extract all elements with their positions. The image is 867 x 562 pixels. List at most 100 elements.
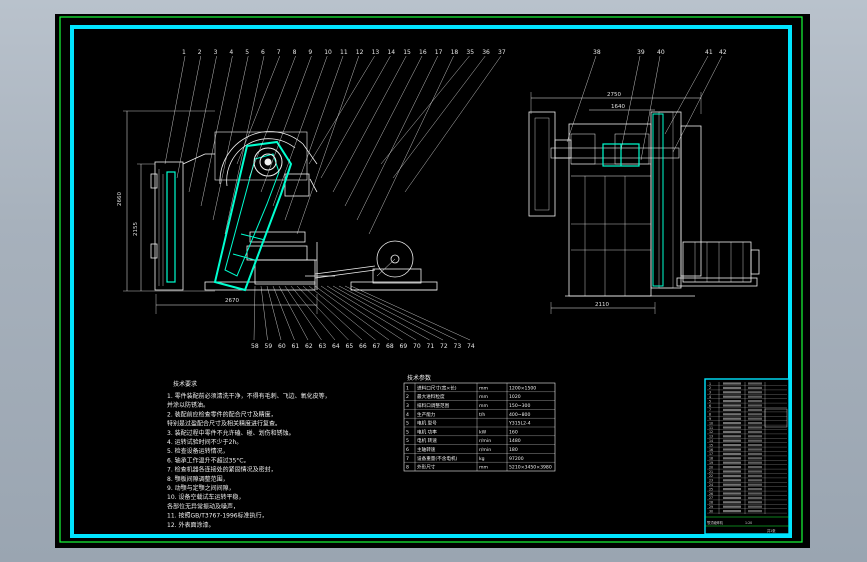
- leader-line: [326, 285, 417, 341]
- param-cell: 160: [509, 429, 518, 435]
- title-block-row-index: 18: [709, 457, 713, 461]
- note-line: 4. 运转试验时间不少于2h。: [167, 438, 242, 446]
- title-block-row-index: 24: [709, 483, 713, 487]
- title-block: 1234567891011121314151617181920212223242…: [704, 378, 790, 535]
- title-block-row-index: 13: [709, 435, 713, 439]
- title-block-row-index: 16: [709, 448, 713, 452]
- leader-line: [248, 55, 296, 179]
- param-cell: 设备重量(不含电机): [417, 455, 458, 462]
- title-block-row-index: 1: [709, 382, 711, 386]
- leader-line: [284, 285, 322, 341]
- leader-label: 17: [435, 49, 443, 56]
- leader-label: 1: [182, 49, 186, 56]
- title-block-row-index: 9: [709, 417, 711, 421]
- leader-line: [368, 55, 454, 235]
- param-cell: 主轴转速: [417, 446, 436, 453]
- title-block-row-index: 8: [709, 413, 711, 417]
- leader-line: [176, 55, 201, 179]
- param-cell: 生产能力: [417, 411, 436, 418]
- title-block-row-index: 26: [709, 492, 713, 496]
- leader-line: [566, 55, 597, 143]
- title-block-row-index: 25: [709, 487, 713, 491]
- param-cell: 4: [406, 412, 409, 418]
- leader-label: 40: [657, 49, 665, 56]
- leader-line: [350, 285, 471, 341]
- leader-label: 6: [261, 49, 265, 56]
- side-view-highlights: [602, 113, 664, 287]
- param-cell: 进料口尺寸(宽×长): [417, 384, 457, 391]
- param-cell: r/min: [479, 438, 491, 444]
- leader-label: 73: [454, 343, 462, 350]
- title-block-row-index: 29: [709, 505, 713, 509]
- leader-label: 61: [292, 343, 300, 350]
- leader-label: 42: [719, 49, 727, 56]
- param-cell: 5: [406, 438, 409, 444]
- technical-notes: 技术要求 1. 零件装配前必须清洗干净，不得有毛刺、飞边、氧化皮等， 并涂以防锈…: [167, 380, 331, 529]
- swing-jaw: [166, 140, 293, 292]
- leader-line: [290, 285, 336, 341]
- dim-side-overall: 2750: [607, 92, 621, 98]
- title-block-row-index: 6: [709, 404, 711, 408]
- leader-label: 68: [386, 343, 394, 350]
- leader-line: [404, 55, 502, 193]
- title-block-name: 颚式破碎机: [707, 520, 724, 525]
- title-block-row-index: 28: [709, 501, 713, 505]
- note-line: 11. 按照GB/T3767-1996标准执行，: [167, 512, 268, 520]
- param-cell: r/min: [479, 447, 491, 453]
- leader-line: [188, 55, 217, 193]
- leader-line: [272, 55, 328, 207]
- param-cell: 180: [509, 447, 518, 453]
- leader-line: [278, 285, 309, 341]
- title-block-row-index: 12: [709, 430, 713, 434]
- leader-line: [640, 55, 661, 161]
- note-line: 9. 动颚与定颚之间间隙，: [167, 484, 235, 492]
- leader-line: [296, 285, 349, 341]
- note-line: 8. 颚板间隙调整范围，: [167, 475, 229, 483]
- leader-line: [380, 55, 470, 165]
- leader-label: 3: [214, 49, 218, 56]
- title-block-row-index: 7: [709, 408, 711, 412]
- dim-side-base: 2110: [595, 302, 609, 308]
- leader-line: [320, 285, 403, 341]
- eccentric-shaft: [253, 147, 283, 177]
- title-block-sheet: 共1张: [767, 528, 776, 533]
- param-cell: 400~800: [509, 412, 530, 418]
- note-line: 各部位无异常振动及噪声，: [167, 502, 239, 510]
- leader-label: 10: [324, 49, 332, 56]
- note-line: 并涂以防锈油。: [167, 401, 209, 409]
- param-cell: kW: [479, 429, 487, 435]
- param-cell: 1480: [509, 438, 521, 444]
- leader-line: [212, 55, 249, 221]
- dim-front-width: 2670: [225, 298, 239, 304]
- param-cell: 150~300: [509, 403, 530, 409]
- param-cell: 1020: [509, 394, 521, 400]
- title-block-row-index: 17: [709, 452, 713, 456]
- param-cell: 6: [406, 447, 409, 453]
- cyan-border-frame: [70, 25, 792, 538]
- leader-label: 11: [340, 49, 348, 56]
- front-view: [123, 110, 438, 314]
- leader-line: [164, 55, 186, 165]
- leader-label: 38: [593, 49, 601, 56]
- note-line: 5. 检查设备运转情况，: [167, 447, 229, 455]
- leader-line: [200, 55, 233, 207]
- param-cell: kg: [479, 456, 485, 462]
- leader-label: 18: [451, 49, 459, 56]
- note-line: 1. 零件装配前必须清洗干净，不得有毛刺、飞边、氧化皮等，: [167, 392, 331, 400]
- param-cell: 2: [406, 394, 409, 400]
- leader-label: 69: [400, 343, 408, 350]
- leader-label: 36: [482, 49, 490, 56]
- param-cell: 电机 型号: [417, 420, 437, 427]
- title-block-row-index: 5: [709, 399, 711, 403]
- leader-label: 2: [198, 49, 202, 56]
- leader-label: 15: [403, 49, 411, 56]
- title-block-row-index: 11: [709, 426, 713, 430]
- leader-label: 16: [419, 49, 427, 56]
- notes-title: 技术要求: [173, 380, 197, 388]
- param-cell: Y315L2-4: [508, 421, 531, 427]
- dim-front-height-inner: 2155: [133, 222, 139, 236]
- leader-line: [308, 55, 375, 165]
- param-cell: mm: [479, 466, 488, 471]
- title-block-row-index: 14: [709, 439, 713, 443]
